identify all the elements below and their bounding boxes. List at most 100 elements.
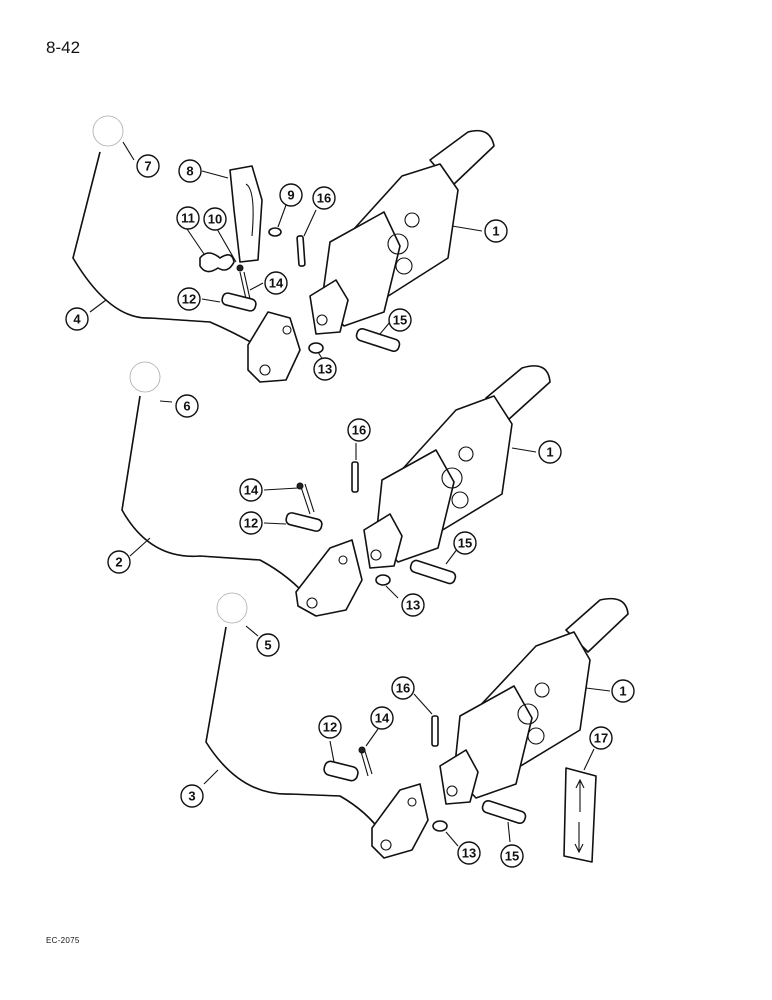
- middle-pin-15: [409, 559, 457, 585]
- callout-circle: [457, 841, 481, 865]
- top-lever-bracket: [247, 311, 301, 383]
- callout-label: 10: [208, 212, 222, 227]
- callout-14-bottom-cotter-pin: 14: [370, 706, 394, 730]
- callout-circle: [136, 154, 160, 178]
- callout-label: 12: [244, 516, 258, 531]
- bottom-knob: [216, 592, 248, 624]
- callout-circle: [589, 726, 613, 750]
- leader-lines: [89, 141, 611, 847]
- callout-label: 17: [594, 731, 608, 746]
- callout-14-middle-cotter-pin: 14: [239, 478, 263, 502]
- callout-circle: [370, 706, 394, 730]
- callout-circle: [453, 531, 477, 555]
- middle-lever-bracket: [295, 539, 363, 617]
- callout-label: 1: [619, 684, 626, 699]
- top-pin-15: [355, 327, 401, 353]
- callout-17-decal: 17: [589, 726, 613, 750]
- bottom-valve: [439, 597, 629, 805]
- callout-circle: [388, 308, 412, 332]
- top-clevis-pin: [221, 292, 257, 312]
- callout-circle: [500, 844, 524, 868]
- callout-15-middle-pin: 15: [453, 531, 477, 555]
- callout-label: 11: [181, 211, 195, 226]
- callout-circle: [318, 715, 342, 739]
- top-spring-pin: [296, 235, 306, 267]
- middle-knob: [129, 361, 161, 393]
- callout-3-bottom-lever: 3: [180, 784, 204, 808]
- callout-12-bottom-clevis-pin: 12: [318, 715, 342, 739]
- page-number: 8-42: [46, 38, 81, 57]
- callout-4-top-lever: 4: [65, 307, 89, 331]
- callout-15-top-pin: 15: [388, 308, 412, 332]
- middle-lever-rod: [121, 395, 311, 601]
- callout-circle: [178, 159, 202, 183]
- callout-1-middle-valve: 1: [538, 440, 562, 464]
- callout-16-top-spring-pin: 16: [312, 186, 336, 210]
- callout-12-middle-clevis-pin: 12: [239, 511, 263, 535]
- callout-label: 14: [269, 276, 284, 291]
- callout-label: 15: [393, 313, 407, 328]
- callout-label: 13: [318, 362, 332, 377]
- top-washer-13: [308, 342, 324, 354]
- callout-14-top-cotter-pin: 14: [264, 271, 288, 295]
- callout-label: 1: [492, 224, 499, 239]
- callout-circle: [203, 207, 227, 231]
- callout-label: 16: [317, 191, 331, 206]
- callout-circle: [256, 633, 280, 657]
- callout-10-washer: 10: [203, 207, 227, 231]
- callout-label: 8: [186, 164, 193, 179]
- callout-circle: [180, 784, 204, 808]
- callout-13-middle-washer: 13: [401, 593, 425, 617]
- callout-label: 2: [115, 555, 122, 570]
- middle-clevis-pin: [285, 512, 323, 532]
- callout-1-bottom-valve: 1: [611, 679, 635, 703]
- callout-label: 15: [505, 849, 519, 864]
- middle-assembly: [121, 361, 551, 617]
- callout-circle: [177, 287, 201, 311]
- callout-13-top-washer: 13: [313, 357, 337, 381]
- figure-code: EC-2075: [46, 936, 80, 945]
- callout-label: 12: [323, 720, 337, 735]
- callout-circle: [312, 186, 336, 210]
- top-valve: [309, 129, 495, 335]
- bottom-assembly: [205, 592, 629, 863]
- callout-circle: [239, 478, 263, 502]
- callout-circle: [264, 271, 288, 295]
- callout-circle: [611, 679, 635, 703]
- bottom-washer-13: [432, 820, 448, 832]
- callout-16-middle-spring-pin: 16: [347, 418, 371, 442]
- callout-circle: [313, 357, 337, 381]
- callout-5-bottom-knob: 5: [256, 633, 280, 657]
- callout-label: 4: [73, 312, 81, 327]
- bottom-lever-bracket: [371, 783, 429, 859]
- callout-label: 16: [352, 423, 366, 438]
- callout-circle: [484, 219, 508, 243]
- bottom-clevis-pin: [323, 760, 359, 782]
- callout-11-wing-nut: 11: [176, 206, 200, 230]
- top-knob: [92, 115, 124, 147]
- middle-spring-pin: [351, 461, 359, 493]
- bottom-spring-pin: [431, 715, 439, 747]
- middle-washer-13: [375, 574, 391, 586]
- callout-circle: [401, 593, 425, 617]
- top-washer-9: [268, 227, 282, 237]
- callout-12-top-clevis-pin: 12: [177, 287, 201, 311]
- callout-16-bottom-spring-pin: 16: [391, 676, 415, 700]
- callout-8-plate: 8: [178, 159, 202, 183]
- bottom-lever-rod: [205, 626, 385, 837]
- callout-label: 5: [264, 638, 271, 653]
- callout-7-top-knob: 7: [136, 154, 160, 178]
- bottom-pin-15: [481, 799, 527, 825]
- callout-circle: [538, 440, 562, 464]
- callout-15-bottom-pin: 15: [500, 844, 524, 868]
- callout-label: 3: [188, 789, 195, 804]
- callout-label: 14: [244, 483, 259, 498]
- callout-2-middle-lever: 2: [107, 550, 131, 574]
- callout-13-bottom-washer: 13: [457, 841, 481, 865]
- callout-circle: [239, 511, 263, 535]
- top-wing-nut: [199, 252, 235, 273]
- callout-circle: [279, 183, 303, 207]
- callout-1-top-valve: 1: [484, 219, 508, 243]
- top-plate: [229, 165, 263, 263]
